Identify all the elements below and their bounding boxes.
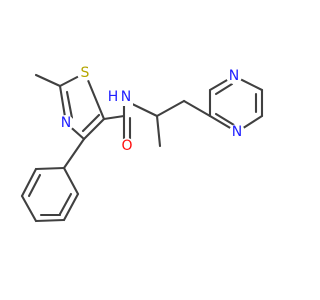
carbonyl-oxygen-label: O (121, 138, 132, 154)
bond-ph-inner-a (58, 192, 73, 216)
pyrazine-nitrogen-bottom-label: N (232, 124, 242, 140)
bond-ch2-pyrazine (182, 99, 212, 118)
bond-ph-3-4 (34, 218, 66, 223)
pyrazine-nitrogen-bottom-atom: N (229, 124, 245, 140)
bond-layer (20, 71, 264, 223)
bond-ph-5-6 (20, 167, 38, 198)
bond-pz-inner-a (214, 82, 234, 96)
bond-ph-2-3 (62, 192, 80, 222)
bond-ph-6-1 (34, 166, 66, 171)
amide-hydrogen-label: H (108, 89, 119, 105)
carbonyl-oxygen-atom: O (119, 138, 135, 154)
bond-methyl-c2 (34, 73, 62, 88)
bond-n3-c2-inner (65, 90, 74, 120)
bond-ch-methyl (155, 114, 162, 148)
atom-label-layer: S N H N O N N (58, 65, 245, 154)
pyrazine-nitrogen-top-atom: N (226, 68, 242, 84)
bond-c5-carbonyl (102, 114, 126, 121)
molecule-structure: S N H N O N N (20, 65, 264, 223)
molecule-canvas: S N H N O N N (20, 65, 264, 223)
bond-c5-c4-inner (81, 113, 101, 133)
amide-nh-atom: H N (107, 88, 133, 106)
bond-c4-phenyl (62, 137, 86, 170)
bond-ph-1-2 (62, 166, 80, 196)
bond-pz-inner-c (214, 112, 236, 127)
sulfur-atom: S (77, 65, 93, 81)
bond-s-c5 (83, 71, 106, 121)
amide-nitrogen-label: N (121, 89, 131, 105)
bond-ph-inner-b (27, 173, 42, 198)
bond-ch-ch2 (155, 99, 186, 118)
thiazole-nitrogen-atom: N (58, 115, 74, 131)
bond-c5-c4 (82, 117, 106, 141)
bond-ph-4-5 (20, 194, 38, 223)
thiazole-nitrogen-label: N (61, 115, 71, 131)
sulfur-label: S (81, 65, 90, 81)
pyrazine-nitrogen-top-label: N (229, 68, 239, 84)
